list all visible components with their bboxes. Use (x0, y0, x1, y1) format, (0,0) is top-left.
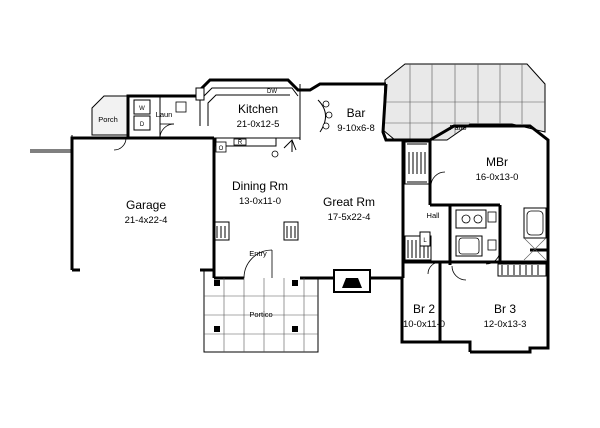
portico-column (292, 326, 298, 332)
bathrooms (455, 207, 547, 261)
portico-column (214, 326, 220, 332)
mbr-dim: 16-0x13-0 (476, 172, 519, 183)
br3-name: Br 3 (494, 302, 516, 316)
br2-name: Br 2 (413, 302, 435, 316)
sink-icon (175, 101, 187, 113)
fridge-label: O (219, 146, 224, 152)
range-label: R (238, 140, 243, 146)
kitchen-dim: 21-0x12-5 (237, 119, 280, 130)
portico-label: Portico (249, 310, 272, 319)
portico (203, 270, 319, 353)
bar-stool (322, 122, 330, 130)
washer-label: W (139, 106, 145, 112)
bar-name: Bar (347, 106, 366, 120)
dining-dim: 13-0x11-0 (239, 196, 281, 207)
portico-column (214, 280, 220, 286)
kitchen-counters (195, 87, 333, 158)
bar-stool (325, 111, 333, 119)
dining-name: Dining Rm (232, 179, 288, 193)
laundry-label: Laun (156, 110, 173, 119)
toilet-icon (487, 211, 497, 223)
closets (214, 141, 547, 277)
fridge-icon (215, 141, 227, 153)
porch-label: Porch (98, 115, 118, 124)
bar-dim: 9-10x6-8 (337, 123, 375, 134)
portico-column (292, 280, 298, 286)
mbr-name: MBr (486, 155, 508, 169)
porch-area (30, 95, 129, 155)
great-dim: 17-5x22-4 (328, 212, 371, 223)
toilet-icon (487, 239, 497, 251)
exterior-walls (70, 78, 550, 354)
patio-area (382, 63, 546, 141)
garage-name: Garage (126, 198, 166, 212)
dishwasher-label: DW (267, 89, 277, 95)
dryer-label: D (140, 122, 145, 128)
range-icon (233, 138, 247, 146)
entry-label: Entry (249, 249, 267, 258)
fireplace (333, 269, 371, 293)
great-name: Great Rm (323, 195, 375, 209)
doors (243, 171, 501, 281)
br2-dim: 10-0x11-0 (403, 319, 445, 330)
linen-label: L (423, 238, 427, 244)
bar-stool (322, 100, 330, 108)
br3-dim: 12-0x13-3 (484, 319, 527, 330)
hall-label: Hall (427, 211, 440, 220)
kitchen-name: Kitchen (238, 102, 278, 116)
laundry-area (113, 99, 187, 151)
garage-dim: 21-4x22-4 (125, 215, 168, 226)
patio-label: Patio (449, 123, 466, 132)
room-labels: Kitchen 21-0x12-5 Bar 9-10x6-8 MBr 16-0x… (98, 89, 526, 330)
